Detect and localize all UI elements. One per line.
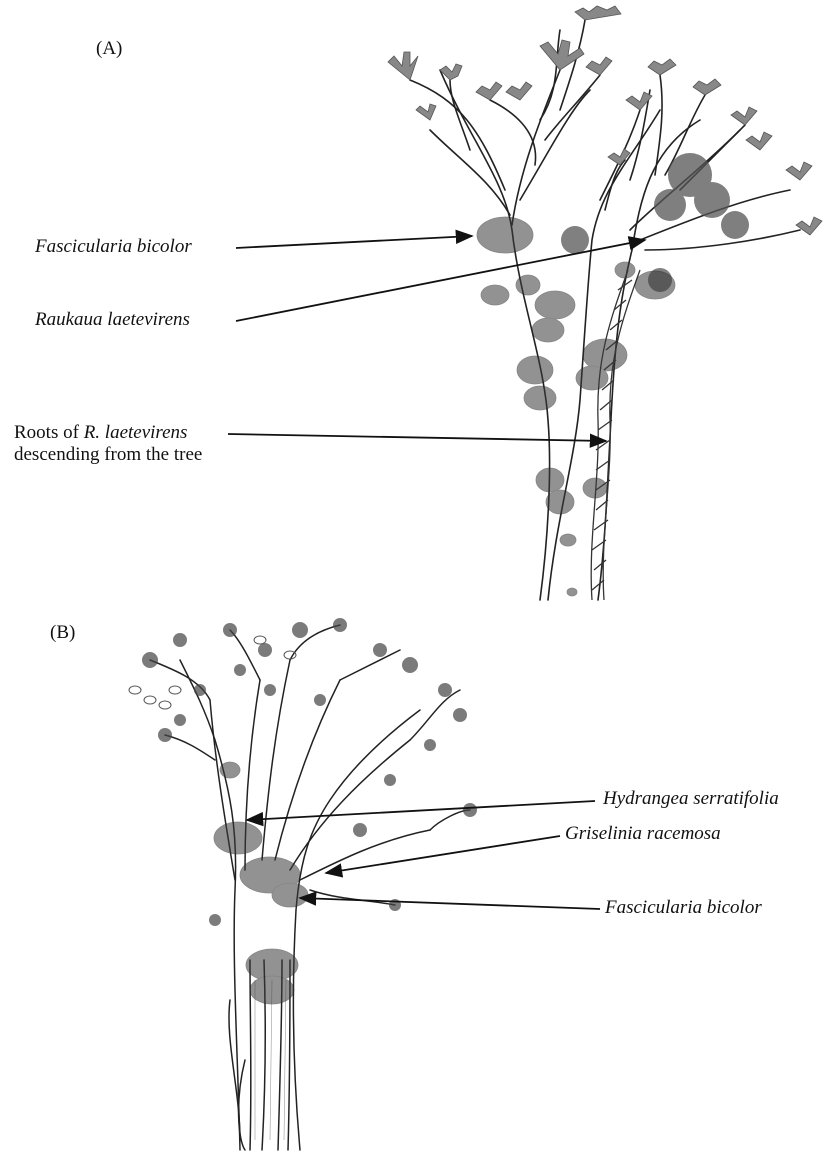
arrow-fascicularia-b [300, 898, 600, 909]
arrow-griselinia-b [326, 836, 560, 873]
arrow-fascicularia-a [236, 236, 472, 248]
arrow-hydrangea-b [247, 801, 595, 820]
arrow-roots-a [228, 434, 606, 441]
arrow-raukaua-a [236, 240, 645, 321]
